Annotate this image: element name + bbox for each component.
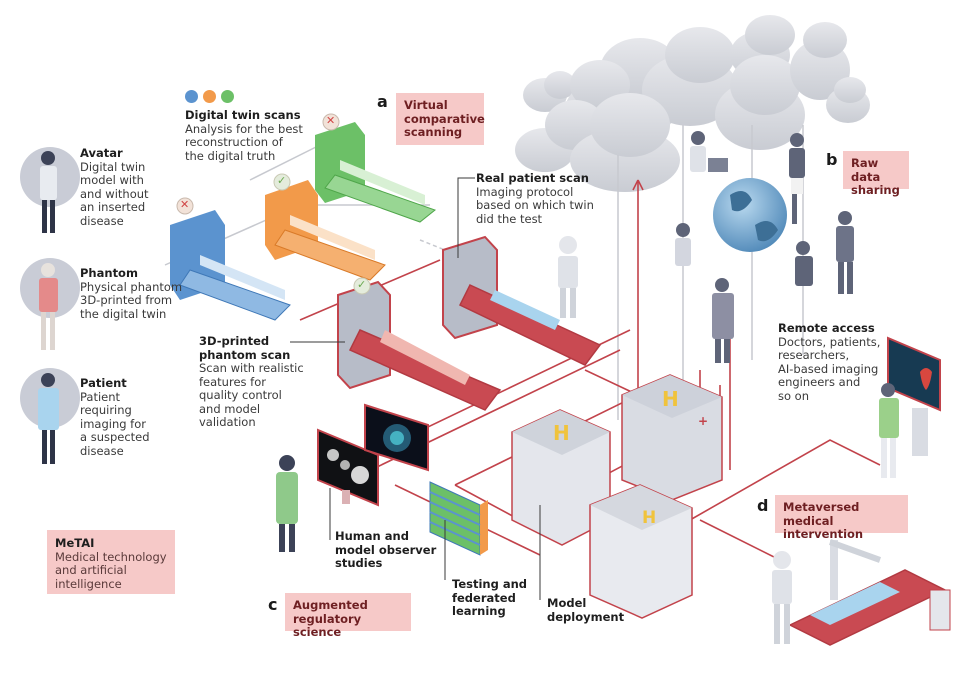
real-patient-scan-label: Real patient scan Imaging protocol based… [476,171,594,226]
hospital-building-left: H [511,409,611,546]
section-label-raw-data-sharing: Raw data sharing [843,151,909,197]
helipad-icon: H [662,387,679,411]
section-label-virtual-scanning: Virtual comparative scanning [396,93,485,145]
section-label-metaversed-intervention: Metaversed medical intervention [775,495,908,541]
helipad-icon: H [642,508,656,528]
section-letter-d: d [757,496,769,515]
phantom-label: Phantom Physical phantom 3D-printed from… [80,266,183,321]
cloud-icon [523,71,576,112]
patient-label: Patient Patient requiring imaging for a … [80,376,150,458]
remote-access-label: Remote access Doctors, patients, researc… [778,321,881,403]
label-leaders [290,177,541,600]
cloud-cluster [515,15,870,192]
patient-title: Patient [80,376,127,390]
reject-icon: ✕ [180,198,190,211]
hospital-building-bottom: H [589,484,693,619]
accept-icon: ✓ [277,174,287,187]
section-letter-b: b [826,150,838,169]
scanner-real-patient [442,235,602,366]
medical-cross-icon: + [698,414,708,428]
testing-federated-label: Testing and federated learning [452,577,528,618]
legend-dot-green [221,90,234,103]
surgical-robot-figure [772,551,792,644]
model-deployment-label: Model deployment [547,596,625,624]
globe-icon [713,178,787,252]
metai-definition-box: MeTAI Medical technology and artificial … [47,530,175,594]
digital-twin-title: Digital twin scans [185,108,301,122]
avatar-title: Avatar [80,146,123,160]
avatar-label: Avatar Digital twin model with and witho… [80,146,149,228]
remote-monitor-heart [887,336,941,456]
cloud-icon [790,22,850,100]
patient-figure [20,368,80,464]
accept-badge-phantom [353,277,371,295]
helipad-icon: H [553,421,570,445]
cloud-icon [570,93,680,192]
reject-icon: ✕ [326,114,336,127]
scanner-blue [170,210,291,321]
monitor-ct-scans [317,428,379,507]
metai-title: MeTAI [55,536,95,550]
section-letter-a: a [377,92,388,111]
surgical-table [788,539,951,646]
reject-badge-green [322,113,340,131]
cloud-icon [826,77,870,123]
legend-dot-blue [185,90,198,103]
federated-data-block [429,481,488,556]
phantom-figure [20,258,80,350]
people-cluster [675,131,854,363]
scanner-green [315,122,437,223]
section-label-augmented-regulatory: Augmented regulatory science [285,593,411,639]
monitor-network-visual [364,403,429,472]
remote-user-figure [879,383,899,478]
section-letter-c: c [268,595,278,614]
cloud-icon [642,27,738,126]
robot-figure [558,236,578,318]
real-patient-scan-title: Real patient scan [476,171,589,185]
accept-badge-orange [273,173,291,191]
accept-icon: ✓ [357,278,367,291]
legend-dot-orange [203,90,216,103]
phantom-scan-label: 3D-printed phantom scan Scan with realis… [199,334,304,429]
upload-arrow-icon [632,179,644,191]
scanner-orange [265,180,386,281]
phantom-title: Phantom [80,266,138,280]
cloud-icon [715,55,805,150]
remote-access-title: Remote access [778,321,875,335]
reject-badge-blue [176,197,194,215]
observer-studies-label: Human and model observer studies [335,529,437,570]
researcher-vr-figure [276,455,298,552]
scanner-phantom [337,280,502,411]
hospital-building-right: H + [621,374,723,501]
avatar-figure [20,147,80,233]
digital-twin-label: Digital twin scans Analysis for the best… [185,108,303,163]
